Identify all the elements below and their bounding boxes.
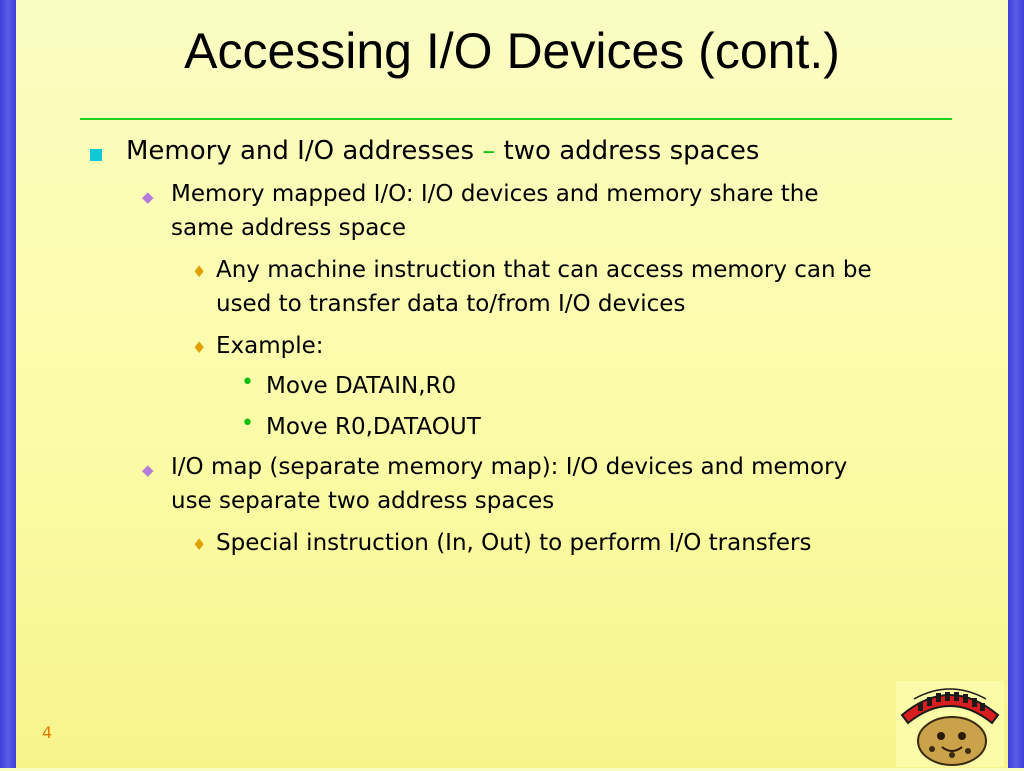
bullet-level2-line: I/O map (separate memory map): I/O devic… — [171, 454, 848, 480]
square-bullet-icon — [90, 149, 102, 161]
bullet-level1: Memory and I/O addresses – two address s… — [126, 136, 759, 166]
dash-glyph: – — [482, 136, 496, 166]
dot-bullet-icon: • — [241, 370, 254, 395]
bullet-level2-line: same address space — [171, 215, 407, 241]
bullet-level3-line: Example: — [216, 333, 324, 359]
right-border-bar — [1008, 0, 1024, 768]
page-number: 4 — [42, 723, 53, 742]
bullet-level2-line: use separate two address spaces — [171, 488, 555, 514]
bullet-level3-line: Special instruction (In, Out) to perform… — [216, 530, 812, 556]
dot-bullet-icon: • — [241, 411, 254, 436]
title-divider — [80, 118, 952, 120]
small-diamond-bullet-icon: ♦ — [192, 262, 207, 281]
bullet-text: Memory and I/O addresses — [126, 136, 483, 166]
diamond-bullet-icon: ◆ — [142, 188, 154, 206]
small-diamond-bullet-icon: ♦ — [192, 535, 207, 554]
bullet-level2-line: Memory mapped I/O: I/O devices and memor… — [171, 181, 819, 207]
bullet-level3-line: used to transfer data to/from I/O device… — [216, 291, 686, 317]
diamond-bullet-icon: ◆ — [142, 461, 154, 479]
left-border-bar — [0, 0, 16, 768]
bullet-level4-line: Move R0,DATAOUT — [266, 414, 481, 440]
small-diamond-bullet-icon: ♦ — [192, 338, 207, 357]
slide-title: Accessing I/O Devices (cont.) — [184, 23, 840, 79]
bullet-level4-line: Move DATAIN,R0 — [266, 373, 457, 399]
jaguars-logo — [896, 681, 1004, 767]
bullet-level3-line: Any machine instruction that can access … — [216, 257, 872, 283]
bullet-text: two address spaces — [495, 136, 760, 166]
